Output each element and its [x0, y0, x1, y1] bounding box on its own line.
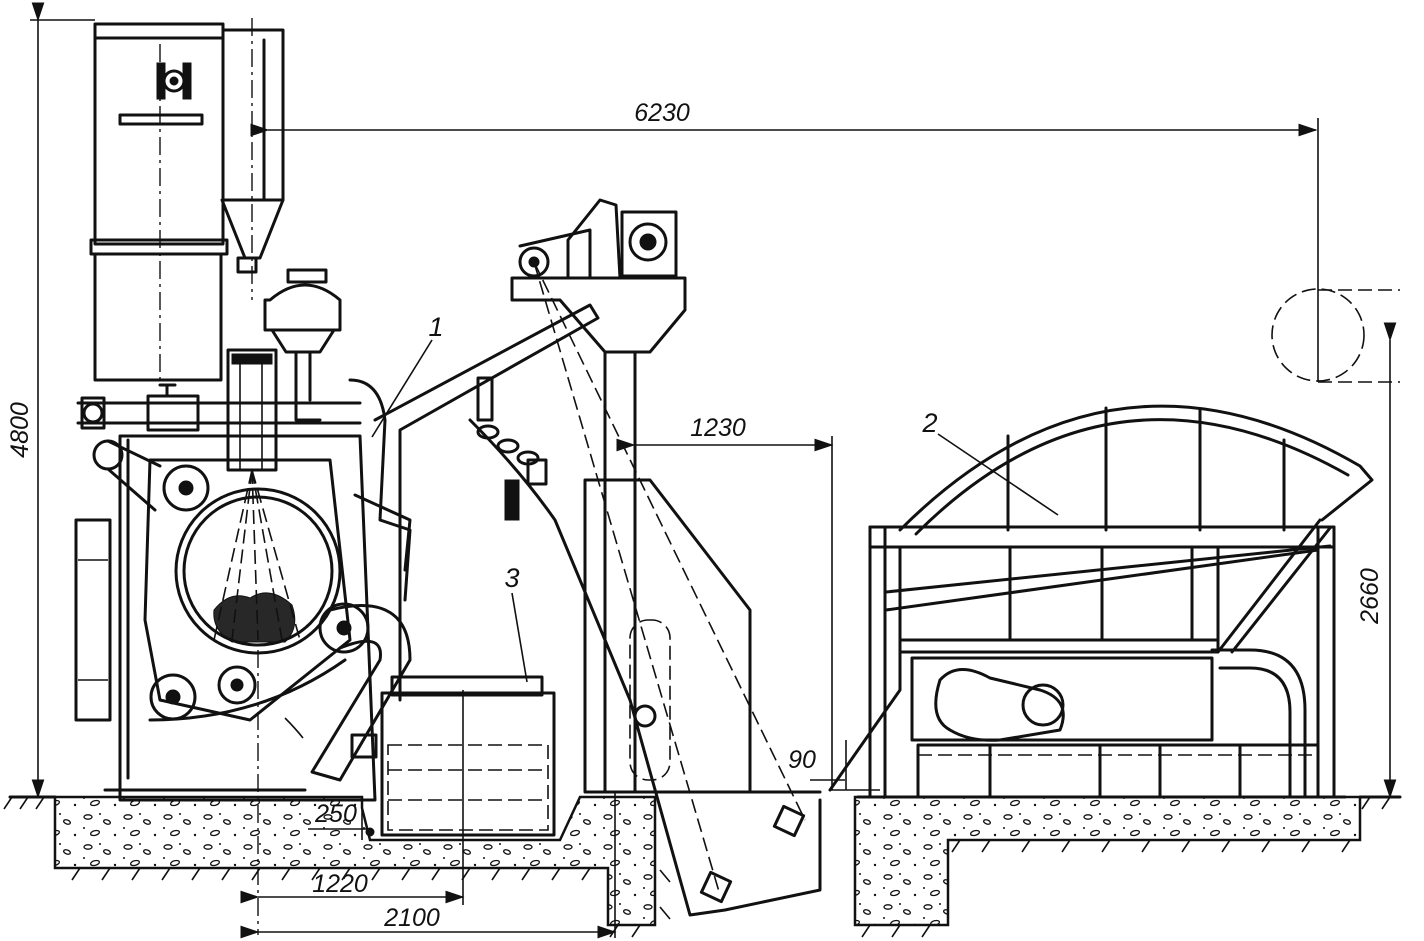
pipe-valve-icon: [80, 383, 200, 432]
powder-hopper: [89, 18, 285, 382]
dim-drum-to-bin: 1220: [312, 870, 368, 898]
elevator: [468, 198, 822, 917]
dim-drum-to-elevator: 2100: [383, 904, 440, 932]
dim-elevator-offset: 1230: [690, 414, 746, 442]
pulley-icon: [92, 439, 370, 721]
dimension-lines: [30, 2, 1397, 939]
washing-machine: [74, 268, 412, 802]
dim-dryer-height: 2660: [1356, 568, 1384, 625]
leader-1: [371, 303, 600, 702]
callout-3: 3: [504, 563, 519, 593]
dim-span-to-dryer: 6230: [634, 99, 690, 127]
dim-total-height: 4800: [6, 402, 34, 458]
dosing-tank: [263, 268, 342, 354]
washing-drum: [174, 469, 342, 655]
callout-1: 1: [428, 312, 443, 342]
callout-2: 2: [921, 408, 937, 438]
dim-pit-depth: 250: [314, 800, 357, 828]
chain-hook-icon: [476, 376, 548, 521]
dim-floor-step: 90: [788, 746, 816, 774]
hopper-motor-icon: [156, 62, 192, 100]
tumble-dryer: [828, 288, 1400, 799]
foundation: [3, 795, 1402, 938]
linen-cart: [365, 592, 556, 837]
